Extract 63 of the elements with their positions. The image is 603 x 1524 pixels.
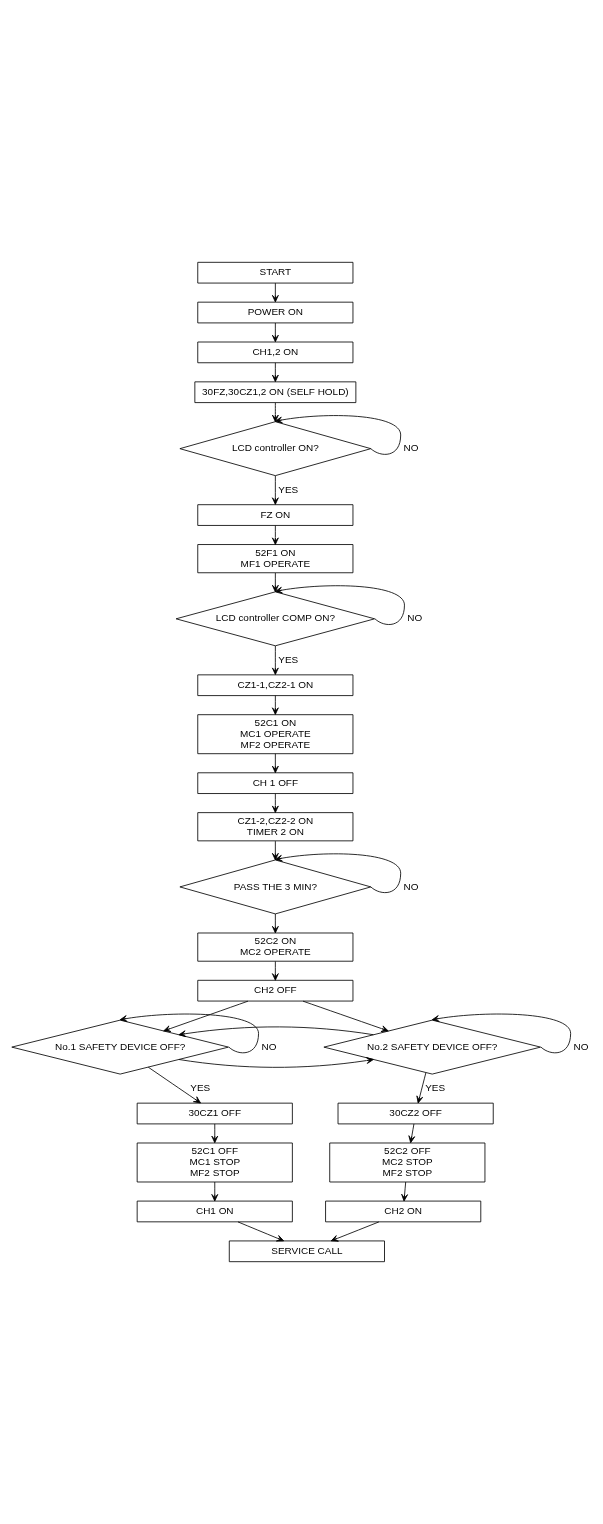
arrow [274, 853, 402, 893]
arrow [274, 415, 402, 455]
arrow [271, 402, 279, 423]
node-box: 52C1 OFF MC1 STOP MF2 STOP [136, 1142, 293, 1183]
arrow [163, 1000, 249, 1032]
arrow [237, 1221, 285, 1242]
node-box: FZ ON [197, 504, 354, 526]
edge-label: NO [403, 880, 419, 892]
node-box: 52C2 ON MC2 OPERATE [197, 932, 354, 962]
node-box: CH1 ON [136, 1200, 293, 1223]
arrow [211, 1181, 219, 1202]
arrow [401, 1181, 408, 1202]
edge-label: YES [278, 653, 299, 665]
node-diamond: LCD controller ON? [179, 421, 372, 477]
node-box: 52F1 ON MF1 OPERATE [197, 544, 354, 574]
node-box: SERVICE CALL [228, 1240, 385, 1263]
node-diamond: PASS THE 3 MIN? [179, 859, 372, 915]
arrow [271, 753, 279, 774]
arrow [271, 572, 279, 593]
node-diamond: LCD controller COMP ON? [175, 591, 376, 647]
arrow [178, 1057, 374, 1068]
node-box: 52C1 ON MC1 OPERATE MF2 OPERATE [197, 714, 354, 755]
edge-label: NO [407, 612, 423, 624]
arrow [271, 322, 279, 343]
arrow [178, 1026, 374, 1038]
arrow [271, 362, 279, 383]
edge-label: NO [573, 1040, 589, 1052]
edge-label: YES [278, 483, 299, 495]
node-diamond: No.2 SAFETY DEVICE OFF? [323, 1019, 541, 1075]
node-box: CH2 ON [325, 1200, 482, 1223]
edge-label: NO [403, 442, 419, 454]
node-box: 30FZ,30CZ1,2 ON (SELF HOLD) [194, 381, 357, 403]
edge-label: NO [261, 1040, 277, 1052]
arrow [302, 1000, 389, 1032]
arrow [119, 1013, 259, 1054]
arrow [271, 645, 279, 675]
arrow [408, 1123, 416, 1144]
edge-label: YES [190, 1082, 211, 1094]
node-box: 30CZ2 OFF [337, 1102, 494, 1125]
node-box: CZ1-2,CZ2-2 ON TIMER 2 ON [197, 812, 354, 842]
arrow [271, 475, 279, 505]
arrow [431, 1013, 572, 1054]
node-box: POWER ON [197, 301, 354, 324]
node-diamond: No.1 SAFETY DEVICE OFF? [11, 1019, 229, 1075]
arrow [271, 840, 279, 861]
arrow [211, 1123, 219, 1144]
node-box: 30CZ1 OFF [136, 1102, 293, 1125]
node-box: CZ1-1,CZ2-1 ON [197, 674, 354, 696]
node-box: 52C2 OFF MC2 STOP MF2 STOP [329, 1142, 486, 1183]
arrow [271, 913, 279, 934]
node-box: START [197, 261, 354, 284]
arrow [271, 525, 279, 545]
arrow [271, 282, 279, 303]
node-box: CH2 OFF [197, 979, 354, 1002]
arrow [271, 695, 279, 715]
arrow [271, 961, 279, 981]
node-box: CH1,2 ON [197, 341, 354, 364]
edge-label: YES [425, 1082, 446, 1094]
arrow [147, 1066, 201, 1104]
arrow [416, 1072, 427, 1104]
arrow [271, 793, 279, 813]
node-box: CH 1 OFF [197, 772, 354, 794]
arrow [274, 585, 405, 625]
